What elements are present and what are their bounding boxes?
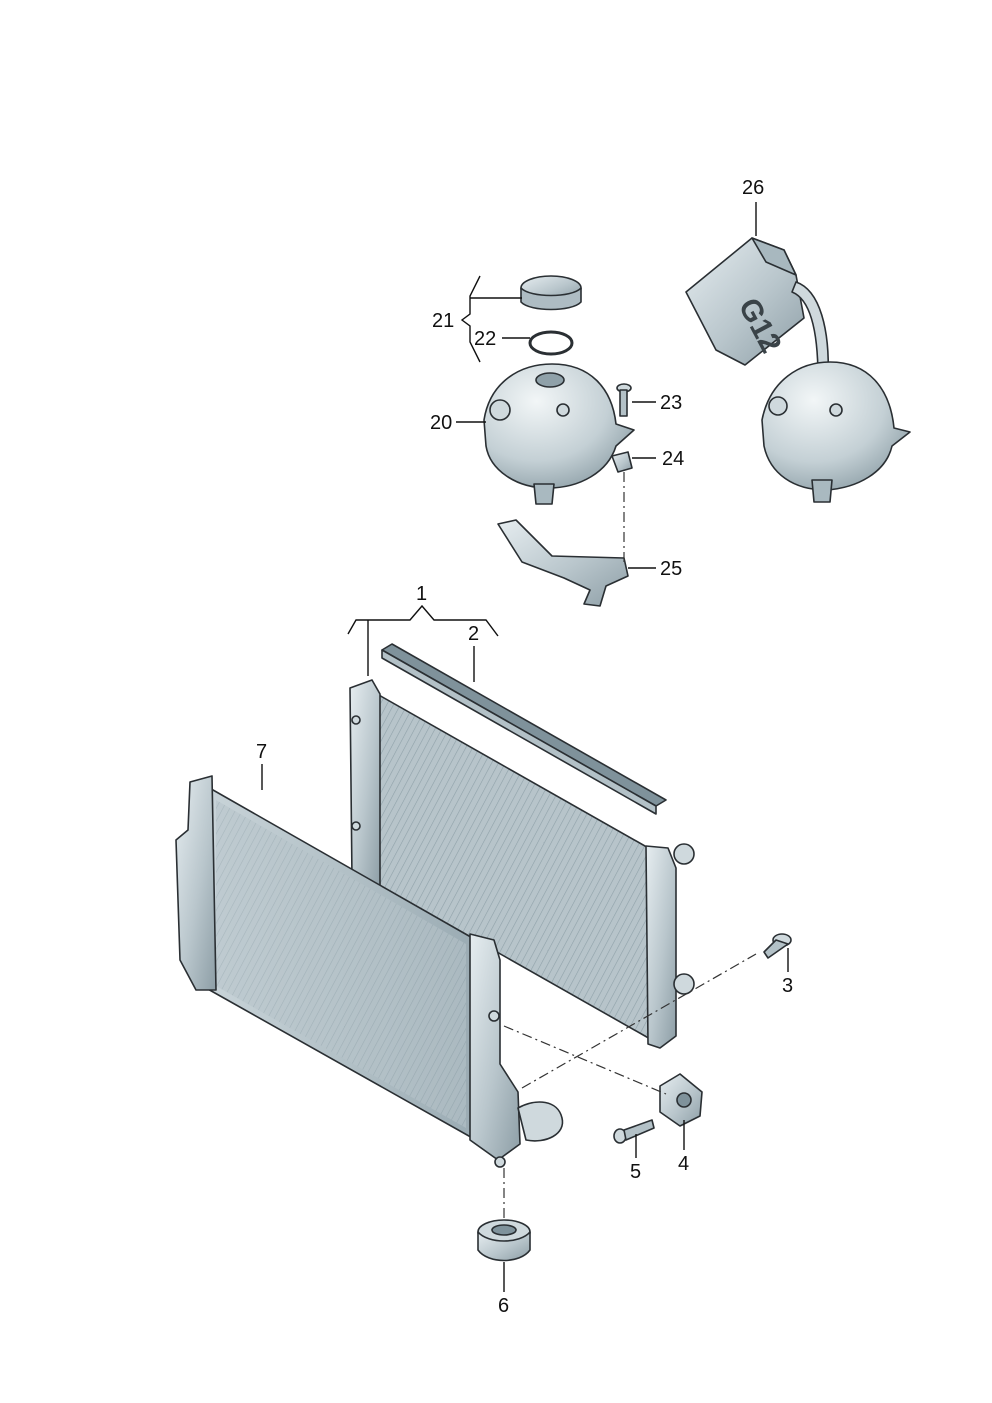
callout-6: 6 [498, 1295, 509, 1317]
clip-nut-24 [611, 451, 633, 473]
callout-25: 25 [660, 558, 682, 580]
callout-1: 1 [416, 583, 427, 605]
callout-26: 26 [742, 177, 764, 199]
coolant-canister-g12: G12 [685, 237, 830, 379]
expansion-tank [483, 363, 635, 505]
callout-2: 2 [468, 623, 479, 645]
callout-3: 3 [782, 975, 793, 997]
grommet-6 [477, 1219, 531, 1262]
rubber-mount-4 [659, 1073, 703, 1127]
bracket-25 [497, 519, 629, 607]
callout-21: 21 [432, 310, 454, 332]
callout-24: 24 [662, 448, 684, 470]
callout-4: 4 [678, 1153, 689, 1175]
callout-22: 22 [474, 328, 496, 350]
bolt-5 [613, 1119, 655, 1144]
expansion-tank-pour-view [761, 361, 911, 503]
sealing-ring [528, 330, 574, 356]
bolt-3 [763, 933, 792, 959]
seal-strip-2 [381, 643, 667, 815]
callout-labels: 1 2 3 4 5 6 7 20 21 22 23 24 25 26 [256, 177, 793, 1317]
charge-air-cooler [175, 775, 564, 1168]
leader-lines [261, 202, 789, 1292]
callout-7: 7 [256, 741, 267, 763]
assembly-lines [503, 472, 757, 1220]
bolt-23 [616, 383, 632, 417]
callout-23: 23 [660, 392, 682, 414]
radiator [349, 679, 695, 1049]
callout-5: 5 [630, 1161, 641, 1183]
callout-20: 20 [430, 412, 452, 434]
tank-cap [520, 275, 582, 311]
